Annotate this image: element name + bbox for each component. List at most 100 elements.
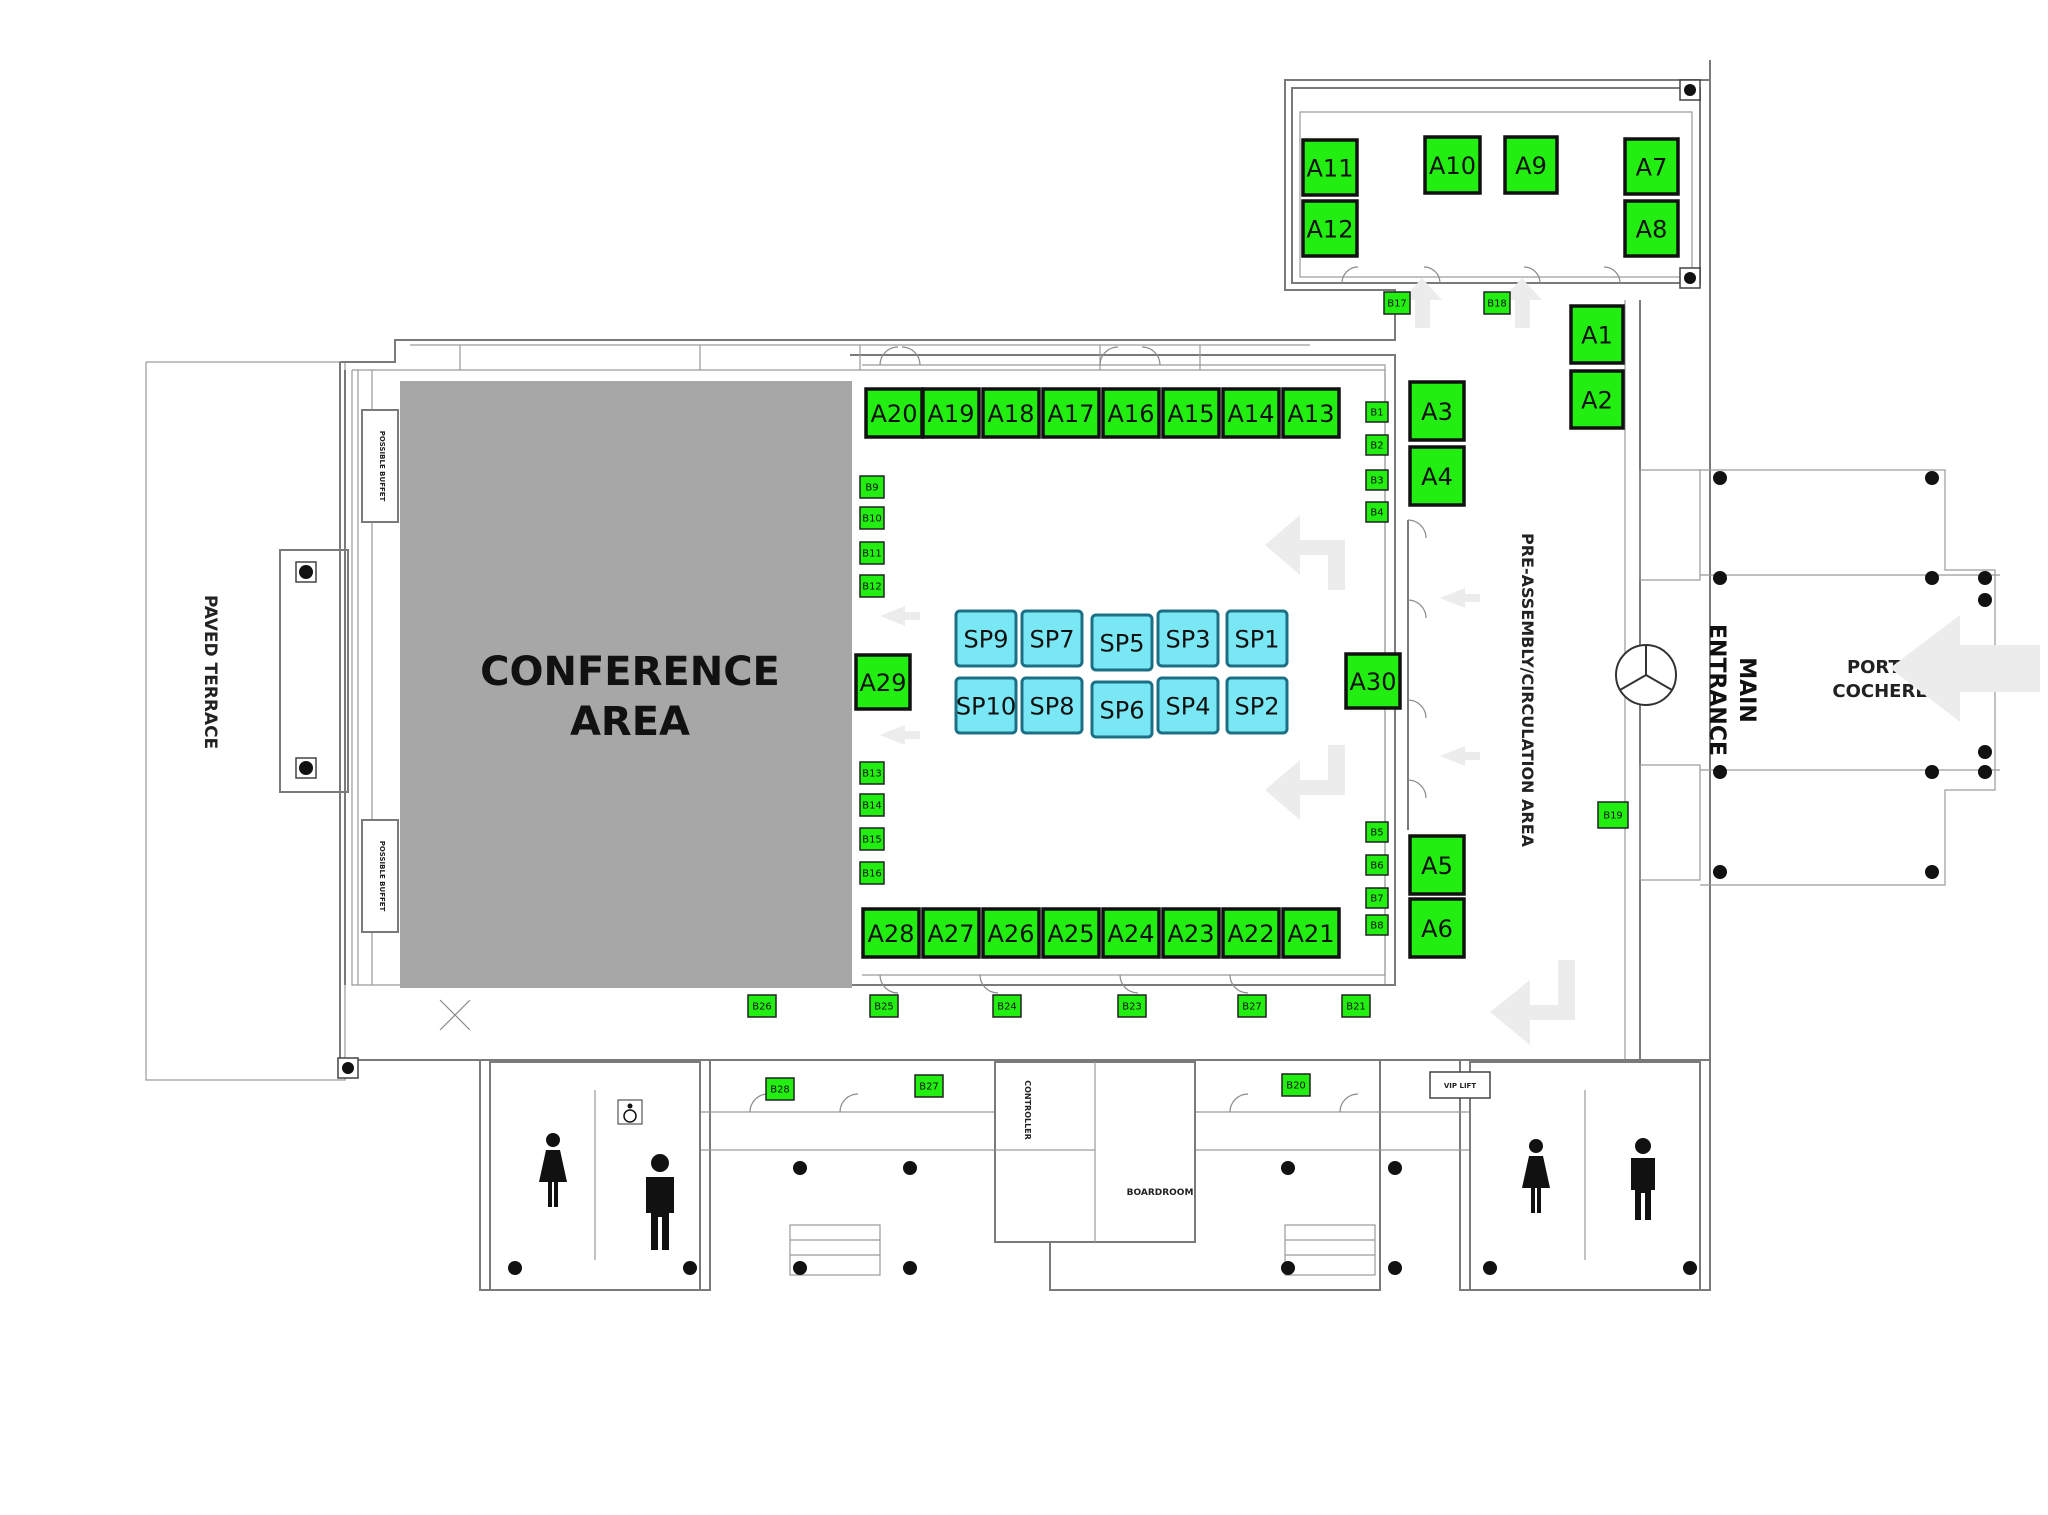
booth-a20[interactable]: A20 (864, 387, 924, 439)
booth-box[interactable] (1408, 897, 1466, 959)
booth-box[interactable] (747, 994, 777, 1018)
booth-a16[interactable]: A16 (1101, 387, 1161, 439)
booth-a5[interactable]: A5 (1408, 834, 1466, 896)
booth-a8[interactable]: A8 (1623, 199, 1680, 258)
booth-box[interactable] (1221, 907, 1281, 959)
booth-a7[interactable]: A7 (1623, 137, 1680, 196)
booth-a21[interactable]: A21 (1281, 907, 1341, 959)
booth-a17[interactable]: A17 (1041, 387, 1101, 439)
booth-b15[interactable]: B15 (859, 827, 885, 851)
booth-box[interactable] (859, 506, 885, 530)
booth-b17[interactable]: B17 (1383, 291, 1411, 315)
booth-b7[interactable]: B7 (1365, 887, 1389, 909)
booth-box[interactable] (1156, 676, 1220, 735)
booth-b23[interactable]: B23 (1117, 994, 1147, 1018)
booth-b9[interactable]: B9 (859, 475, 885, 499)
booth-a11[interactable]: A11 (1301, 138, 1359, 197)
booth-box[interactable] (859, 861, 885, 885)
booth-b28[interactable]: B28 (765, 1077, 795, 1101)
booth-b21[interactable]: B21 (1341, 994, 1371, 1018)
booth-box[interactable] (1569, 369, 1625, 430)
booth-box[interactable] (1237, 994, 1267, 1018)
booth-a1[interactable]: A1 (1569, 304, 1625, 365)
booth-b12[interactable]: B12 (859, 574, 885, 598)
booth-b11[interactable]: B11 (859, 541, 885, 565)
booth-b25[interactable]: B25 (869, 994, 899, 1018)
booth-box[interactable] (1020, 676, 1084, 735)
booth-box[interactable] (1365, 401, 1389, 423)
booth-box[interactable] (1408, 380, 1466, 442)
booth-a30[interactable]: A30 (1344, 652, 1402, 710)
booth-b18[interactable]: B18 (1483, 291, 1511, 315)
booth-box[interactable] (992, 994, 1022, 1018)
booth-a27[interactable]: A27 (921, 907, 981, 959)
booth-a15[interactable]: A15 (1161, 387, 1221, 439)
booth-b16[interactable]: B16 (859, 861, 885, 885)
booth-a13[interactable]: A13 (1281, 387, 1341, 439)
booth-box[interactable] (1101, 907, 1161, 959)
booth-box[interactable] (861, 907, 921, 959)
booth-box[interactable] (1483, 291, 1511, 315)
booth-b3[interactable]: B3 (1365, 469, 1389, 491)
booth-sp10[interactable]: SP10 (954, 676, 1018, 735)
booth-box[interactable] (859, 541, 885, 565)
booth-box[interactable] (1281, 387, 1341, 439)
booth-b5[interactable]: B5 (1365, 821, 1389, 843)
booth-b26[interactable]: B26 (747, 994, 777, 1018)
booth-a29[interactable]: A29 (854, 653, 912, 711)
booth-box[interactable] (1156, 609, 1220, 668)
booth-box[interactable] (1365, 434, 1389, 456)
booth-box[interactable] (1161, 387, 1221, 439)
booth-a4[interactable]: A4 (1408, 445, 1466, 507)
booth-box[interactable] (1301, 199, 1359, 258)
booth-sp3[interactable]: SP3 (1156, 609, 1220, 668)
booth-box[interactable] (1597, 801, 1629, 829)
booth-sp5[interactable]: SP5 (1090, 613, 1154, 672)
booth-sp9[interactable]: SP9 (954, 609, 1018, 668)
booth-box[interactable] (1365, 469, 1389, 491)
booth-box[interactable] (1341, 994, 1371, 1018)
booth-a28[interactable]: A28 (861, 907, 921, 959)
booth-b1[interactable]: B1 (1365, 401, 1389, 423)
booth-b19[interactable]: B19 (1597, 801, 1629, 829)
booth-sp7[interactable]: SP7 (1020, 609, 1084, 668)
booth-a2[interactable]: A2 (1569, 369, 1625, 430)
booth-box[interactable] (1623, 199, 1680, 258)
booth-box[interactable] (864, 387, 924, 439)
booth-box[interactable] (1090, 613, 1154, 672)
booth-box[interactable] (954, 609, 1018, 668)
booth-a12[interactable]: A12 (1301, 199, 1359, 258)
booth-box[interactable] (859, 475, 885, 499)
booth-a26[interactable]: A26 (981, 907, 1041, 959)
booth-box[interactable] (1281, 907, 1341, 959)
booth-box[interactable] (954, 676, 1018, 735)
booth-box[interactable] (765, 1077, 795, 1101)
booth-b6[interactable]: B6 (1365, 854, 1389, 876)
booth-b10[interactable]: B10 (859, 506, 885, 530)
booth-sp1[interactable]: SP1 (1225, 609, 1289, 668)
booth-box[interactable] (859, 793, 885, 817)
booth-box[interactable] (1225, 676, 1289, 735)
booth-box[interactable] (1365, 854, 1389, 876)
booth-box[interactable] (1020, 609, 1084, 668)
booth-box[interactable] (1221, 387, 1281, 439)
booth-a22[interactable]: A22 (1221, 907, 1281, 959)
booth-box[interactable] (854, 653, 912, 711)
booth-b4[interactable]: B4 (1365, 501, 1389, 523)
booth-a3[interactable]: A3 (1408, 380, 1466, 442)
booth-a24[interactable]: A24 (1101, 907, 1161, 959)
booth-box[interactable] (1281, 1073, 1311, 1097)
booth-box[interactable] (1041, 907, 1101, 959)
booth-box[interactable] (1301, 138, 1359, 197)
booth-box[interactable] (1365, 821, 1389, 843)
booth-box[interactable] (1365, 914, 1389, 936)
booth-box[interactable] (981, 387, 1041, 439)
booth-box[interactable] (1365, 887, 1389, 909)
booth-a6[interactable]: A6 (1408, 897, 1466, 959)
booth-box[interactable] (914, 1074, 944, 1098)
booth-box[interactable] (1623, 137, 1680, 196)
booth-box[interactable] (859, 761, 885, 785)
booth-box[interactable] (1161, 907, 1221, 959)
booth-a23[interactable]: A23 (1161, 907, 1221, 959)
booth-b14[interactable]: B14 (859, 793, 885, 817)
